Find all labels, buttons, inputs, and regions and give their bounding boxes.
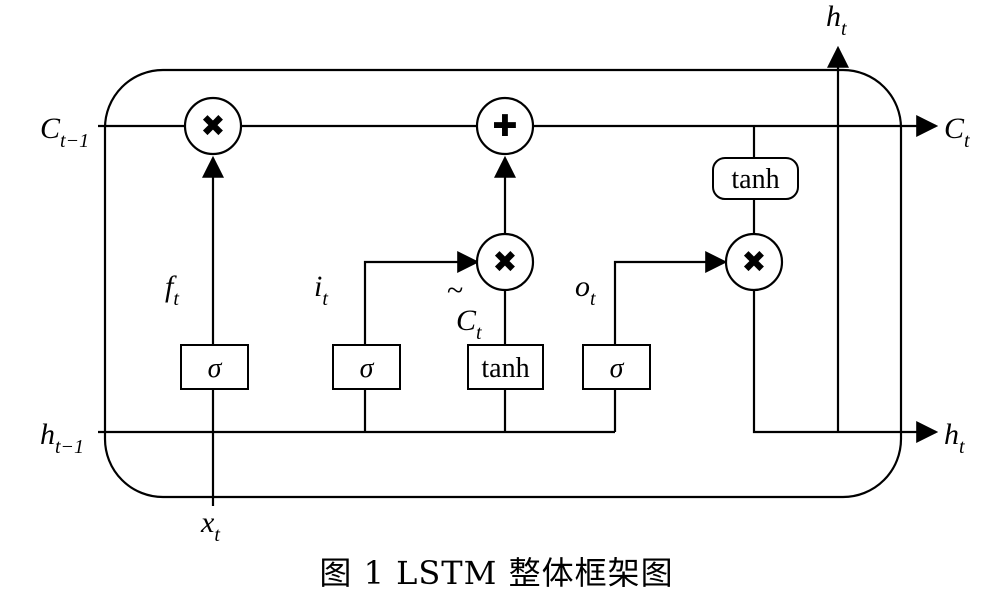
h-out-top-label: ht [826, 0, 847, 40]
multiply-icon: ✖ [492, 245, 517, 280]
svg-text:σ: σ [360, 353, 375, 384]
h-out-right-label: ht [944, 418, 965, 458]
figure-caption: 图 1 LSTM 整体框架图 [319, 554, 674, 592]
svg-text:σ: σ [610, 353, 625, 384]
lstm-cell-boundary [103, 68, 903, 499]
x-input-label: xt [200, 506, 220, 546]
candidate-tanh-box: tanh [467, 344, 544, 390]
svg-text:tanh: tanh [481, 353, 529, 384]
input-sigma-box: σ [332, 344, 401, 390]
cell-tanh-box: tanh [712, 157, 799, 200]
forget-multiply-node: ✖ [183, 96, 243, 156]
multiply-icon: ✖ [741, 245, 766, 280]
candidate-label: Ct [456, 304, 482, 344]
forget-sigma-box: σ [180, 344, 249, 390]
output-gate-label: ot [575, 270, 596, 310]
c-prev-label: Ct−1 [40, 112, 89, 152]
multiply-icon: ✖ [200, 109, 225, 144]
output-multiply-node: ✖ [724, 232, 784, 292]
output-sigma-box: σ [582, 344, 651, 390]
plus-icon: ✚ [492, 109, 517, 144]
cell-add-node: ✚ [475, 96, 535, 156]
h-prev-label: ht−1 [40, 418, 84, 458]
forget-gate-label: ft [165, 270, 179, 310]
svg-text:tanh: tanh [731, 164, 779, 195]
input-multiply-node: ✖ [475, 232, 535, 292]
input-gate-label: it [314, 270, 328, 310]
hidden-output-line [752, 290, 939, 443]
c-out-label: Ct [944, 112, 970, 152]
svg-text:σ: σ [208, 353, 223, 384]
candidate-tilde: ~ [447, 274, 463, 307]
